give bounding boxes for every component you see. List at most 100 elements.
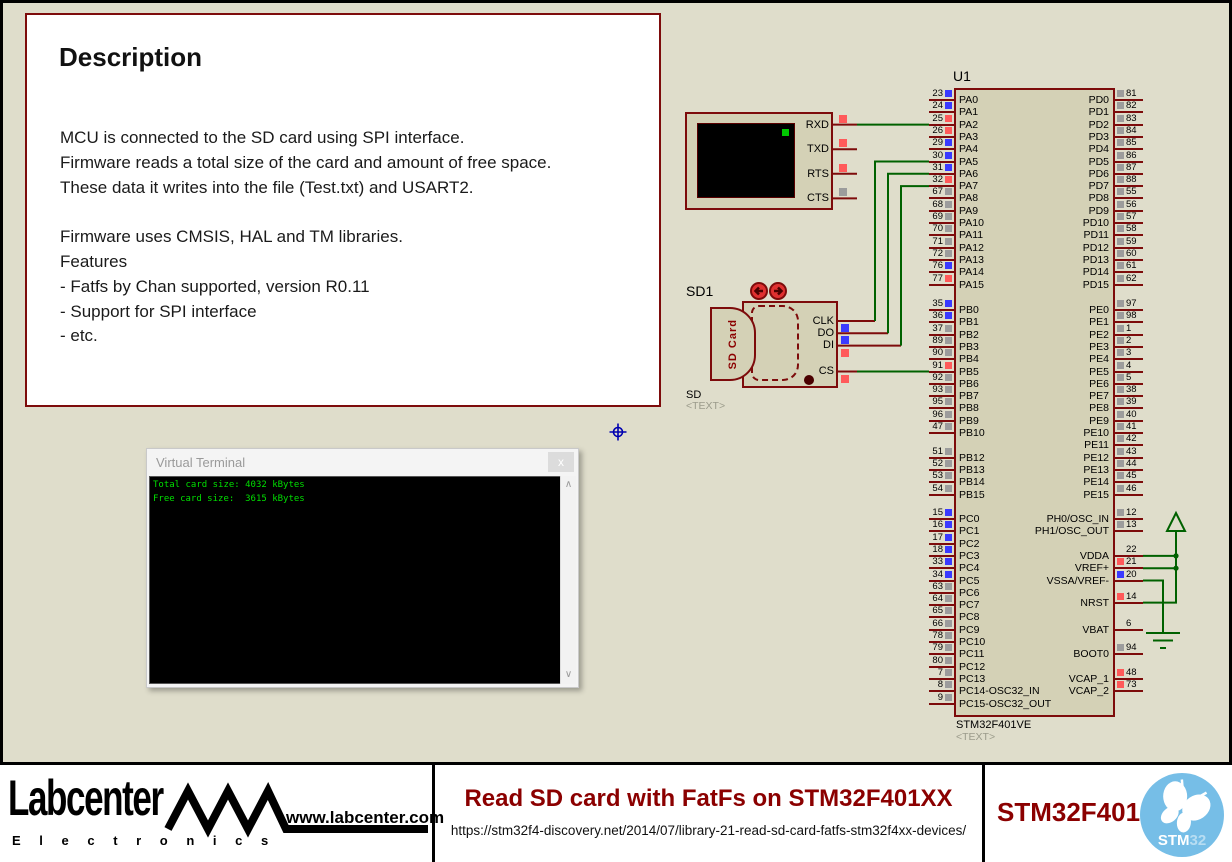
pin-indicator xyxy=(1117,151,1124,159)
pin-name: PD1 xyxy=(1088,106,1109,119)
pin-number-wrap: 67 xyxy=(918,187,952,197)
pin-stub xyxy=(1115,432,1143,434)
mcu-ref-label: U1 xyxy=(953,68,971,84)
uart-pin-name: CTS xyxy=(807,192,829,205)
pin-indicator xyxy=(1117,558,1124,566)
pin-indicator xyxy=(1117,410,1124,418)
close-button[interactable]: x xyxy=(548,452,574,472)
pin-name: PE14 xyxy=(1083,476,1109,489)
scrollbar[interactable]: ∧ ∨ xyxy=(560,476,576,684)
pin-stub xyxy=(1115,258,1143,261)
pin-stub xyxy=(929,345,955,348)
pin-number: 68 xyxy=(932,198,943,210)
pin-number-wrap: 22 xyxy=(1117,545,1151,555)
pin-number: 81 xyxy=(1126,88,1137,99)
pin-number-wrap: 16 xyxy=(918,520,952,530)
pin-name: PE13 xyxy=(1083,463,1109,476)
pin-number-wrap: 66 xyxy=(918,618,952,628)
banner-title-section: Read SD card with FatFs on STM32F401XX h… xyxy=(435,765,985,862)
pin-name: PC5 xyxy=(959,574,980,587)
pin-stub xyxy=(1115,283,1143,286)
pin-number-wrap: 77 xyxy=(918,273,952,283)
pin-stub xyxy=(1115,395,1143,398)
sd-pin-name: DO xyxy=(817,326,835,339)
pin-indicator xyxy=(945,373,952,381)
pin-indicator xyxy=(1117,324,1124,332)
uart-pin-name: RTS xyxy=(807,167,829,180)
pin-indicator xyxy=(1117,312,1124,320)
uart-screen xyxy=(697,123,795,198)
pin-stub xyxy=(929,246,955,249)
pin-indicator xyxy=(945,693,952,701)
pin-number-wrap: 80 xyxy=(918,655,952,665)
sd-card-shape[interactable]: SD Card xyxy=(710,307,756,381)
pin-number-wrap: 48 xyxy=(1117,668,1151,677)
pin-stub xyxy=(1115,407,1143,410)
pin-indicator xyxy=(945,521,952,529)
pin-stub xyxy=(1115,567,1143,570)
pin-stub xyxy=(1115,628,1143,631)
pin-number: 93 xyxy=(932,384,943,396)
pin-number-wrap: 25 xyxy=(918,112,952,124)
pin-indicator xyxy=(1117,349,1124,357)
pin-stub xyxy=(1115,321,1143,324)
pin-indicator xyxy=(945,336,952,344)
pin-name: PD14 xyxy=(1082,266,1109,279)
pin-name: PC8 xyxy=(959,611,980,624)
virtual-terminal-window[interactable]: Virtual Terminal x Total card size: 4032… xyxy=(146,448,579,688)
pin-stub xyxy=(929,616,955,619)
pin-name: PD12 xyxy=(1082,241,1109,254)
pin-number-wrap: 86 xyxy=(1117,150,1151,160)
pin-number: 25 xyxy=(932,112,943,124)
pin-number-wrap: 7 xyxy=(918,668,952,677)
pin-indicator xyxy=(945,533,952,541)
pin-number-wrap: 36 xyxy=(918,311,952,321)
scroll-down-icon[interactable]: ∨ xyxy=(564,669,573,680)
pin-number: 84 xyxy=(1126,124,1137,136)
pin-name: PE12 xyxy=(1083,451,1109,464)
terminal-output: Total card size: 4032 kBytes Free card s… xyxy=(149,476,561,684)
pin-number: 29 xyxy=(932,137,943,149)
bottom-banner: Labcenter www.labcenter.com E l e c t r … xyxy=(0,762,1232,862)
pin-indicator xyxy=(945,274,952,282)
insert-right-button[interactable] xyxy=(769,282,787,300)
pin-number: 69 xyxy=(932,211,943,222)
eject-left-button[interactable] xyxy=(750,282,768,300)
pin-number: 82 xyxy=(1126,100,1137,112)
pin-number-wrap: 40 xyxy=(1117,409,1151,419)
pin-number-wrap: 54 xyxy=(918,483,952,493)
scroll-up-icon[interactable]: ∧ xyxy=(564,479,573,490)
pin-stub xyxy=(1115,530,1143,533)
pin-number: 1 xyxy=(1126,322,1132,334)
pin-stub xyxy=(929,197,955,200)
pin-indicator xyxy=(945,151,952,159)
pin-number-wrap: 64 xyxy=(918,594,952,603)
sd-label: SD xyxy=(686,389,702,401)
pin-name: PA12 xyxy=(959,241,984,254)
pin-number-wrap: 17 xyxy=(918,532,952,542)
pin-stub xyxy=(929,123,955,126)
pin-number: 18 xyxy=(932,543,943,555)
description-text: MCU is connected to the SD card using SP… xyxy=(60,128,552,346)
pin-name: PB6 xyxy=(959,377,979,390)
pin-number-wrap: 45 xyxy=(1117,471,1151,480)
power-symbol xyxy=(1165,510,1187,532)
pin-number: 70 xyxy=(932,223,943,235)
pin-stub xyxy=(1115,148,1143,151)
pin-indicator xyxy=(945,558,952,566)
pin-stub xyxy=(1115,444,1143,447)
pin-stub xyxy=(1115,345,1143,348)
pin-name: PB13 xyxy=(959,463,985,476)
mcu-text-placeholder: <TEXT> xyxy=(956,731,996,743)
pin-name: VREF+ xyxy=(1074,562,1109,575)
pin-name: PA4 xyxy=(959,143,979,156)
pin-indicator xyxy=(1117,509,1124,516)
pin-stub xyxy=(929,309,955,311)
pin-stub xyxy=(1115,493,1143,496)
pin-indicator xyxy=(945,607,952,615)
labcenter-electronics: E l e c t r o n i c s xyxy=(12,833,276,848)
pin-indicator xyxy=(1117,373,1124,381)
origin-marker-icon xyxy=(609,423,627,441)
banner-chip-section: STM32F401 STM32 xyxy=(985,765,1232,862)
pin-indicator xyxy=(1117,300,1124,307)
